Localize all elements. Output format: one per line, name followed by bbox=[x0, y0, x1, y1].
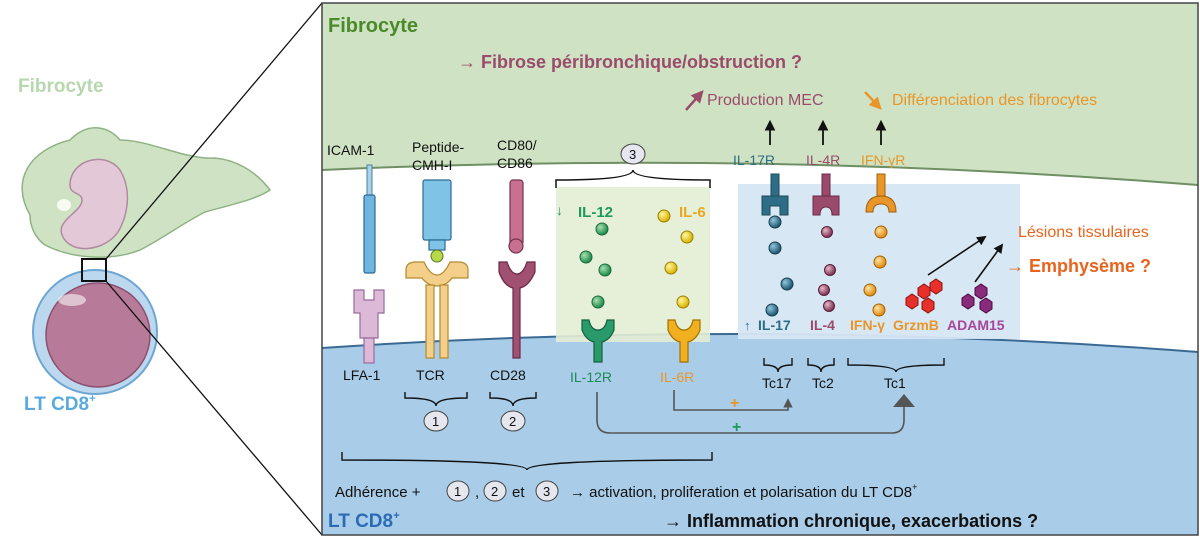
left-cells: Fibrocyte LT CD8+ bbox=[18, 2, 323, 536]
icam-lfa-pair bbox=[353, 164, 385, 364]
tc2-label: Tc2 bbox=[812, 375, 834, 391]
il12-down-arrow: ↓ bbox=[556, 202, 563, 218]
panel-title-fibrocyte: Fibrocyte bbox=[328, 15, 418, 37]
left-fibrocyte-body bbox=[21, 127, 272, 258]
grzmb-cluster bbox=[905, 278, 943, 314]
il6r-label: IL-6R bbox=[660, 369, 694, 385]
il12-dots bbox=[579, 222, 612, 309]
inflammation-text: → Inflammation chronique, exacerbations … bbox=[664, 511, 1038, 531]
cmh-tcr-pair bbox=[405, 179, 469, 359]
cd80-cd28-pair bbox=[498, 179, 536, 359]
adam15-label: ADAM15 bbox=[947, 317, 1005, 333]
ifng-dots bbox=[863, 225, 888, 317]
left-lt-label: LT CD8+ bbox=[24, 393, 96, 415]
il17r-label: IL-17R bbox=[733, 152, 775, 168]
left-lt-nucleus bbox=[45, 282, 151, 388]
activation-text: → activation, proliferation et polarisat… bbox=[570, 482, 917, 501]
plus-orange: + bbox=[730, 395, 739, 412]
peptide-label-2: CMH-I bbox=[412, 157, 452, 173]
il6-dots bbox=[657, 209, 694, 309]
il17-up-arrow: ↑ bbox=[744, 318, 751, 333]
il17r-receptor bbox=[761, 173, 789, 216]
comma-text: , bbox=[475, 484, 479, 501]
lt-region bbox=[322, 333, 1198, 535]
et-text: et bbox=[512, 484, 525, 501]
il6r-receptor bbox=[667, 319, 701, 363]
il4r-receptor bbox=[812, 173, 840, 216]
tc1-label: Tc1 bbox=[884, 375, 906, 391]
il12-il6-zone bbox=[556, 187, 710, 342]
adherence-text: Adhérence + bbox=[335, 484, 421, 501]
il12r-receptor bbox=[581, 319, 615, 363]
ifng-label: IFN-γ bbox=[850, 317, 885, 333]
il17-dots bbox=[765, 215, 794, 317]
il4r-label: IL-4R bbox=[806, 152, 840, 168]
il6-label: IL-6 bbox=[679, 204, 706, 221]
lesions-text: Lésions tissulaires bbox=[1018, 224, 1149, 241]
bottom-circle-3: 3 bbox=[535, 480, 559, 502]
il17-label: IL-17 bbox=[758, 317, 791, 333]
cd80-label-1: CD80/ bbox=[497, 137, 537, 153]
icam-label: ICAM-1 bbox=[327, 142, 375, 158]
svg-text:1: 1 bbox=[454, 484, 461, 499]
left-fibrocyte-nucleus bbox=[60, 158, 129, 250]
svg-text:3: 3 bbox=[543, 484, 550, 499]
tcr-label: TCR bbox=[416, 367, 445, 383]
il12-label: IL-12 bbox=[578, 204, 613, 221]
plus-green: + bbox=[732, 419, 741, 436]
il12r-label: IL-12R bbox=[570, 369, 612, 385]
left-fibrocyte-label: Fibrocyte bbox=[18, 76, 104, 97]
svg-text:2: 2 bbox=[491, 484, 498, 499]
zoom-box bbox=[81, 258, 107, 282]
cd28-label: CD28 bbox=[490, 367, 526, 383]
fibrocyte-region bbox=[322, 3, 1198, 185]
differenciation-text: Différenciation des fibrocytes bbox=[892, 92, 1097, 109]
il4-dots bbox=[818, 226, 836, 312]
lfa-label: LFA-1 bbox=[343, 367, 381, 383]
cd80-label-2: CD86 bbox=[497, 155, 533, 171]
fibrose-text: → Fibrose péribronchique/obstruction ? bbox=[458, 52, 802, 72]
number-circle-1: 1 bbox=[423, 410, 449, 432]
il4-label: IL-4 bbox=[810, 317, 835, 333]
tc17-label: Tc17 bbox=[762, 375, 792, 391]
bottom-circle-2: 2 bbox=[483, 480, 507, 502]
peptide-label-1: Peptide- bbox=[412, 139, 464, 155]
number-circle-3: 3 bbox=[620, 143, 646, 165]
ifngr-label: IFN-γR bbox=[861, 152, 905, 168]
bottom-circle-1: 1 bbox=[446, 480, 470, 502]
grzmb-label: GrzmB bbox=[893, 317, 939, 333]
svg-text:1: 1 bbox=[432, 414, 439, 429]
panel-title-lt: LT CD8+ bbox=[328, 510, 400, 532]
emphyseme-text: → Emphysème ? bbox=[1006, 256, 1151, 276]
number-circle-2: 2 bbox=[500, 410, 526, 432]
adam15-cluster bbox=[961, 283, 993, 314]
production-text: Production MEC bbox=[707, 92, 824, 109]
svg-text:3: 3 bbox=[629, 147, 636, 162]
ifngr-receptor bbox=[865, 173, 897, 213]
svg-text:2: 2 bbox=[509, 414, 516, 429]
